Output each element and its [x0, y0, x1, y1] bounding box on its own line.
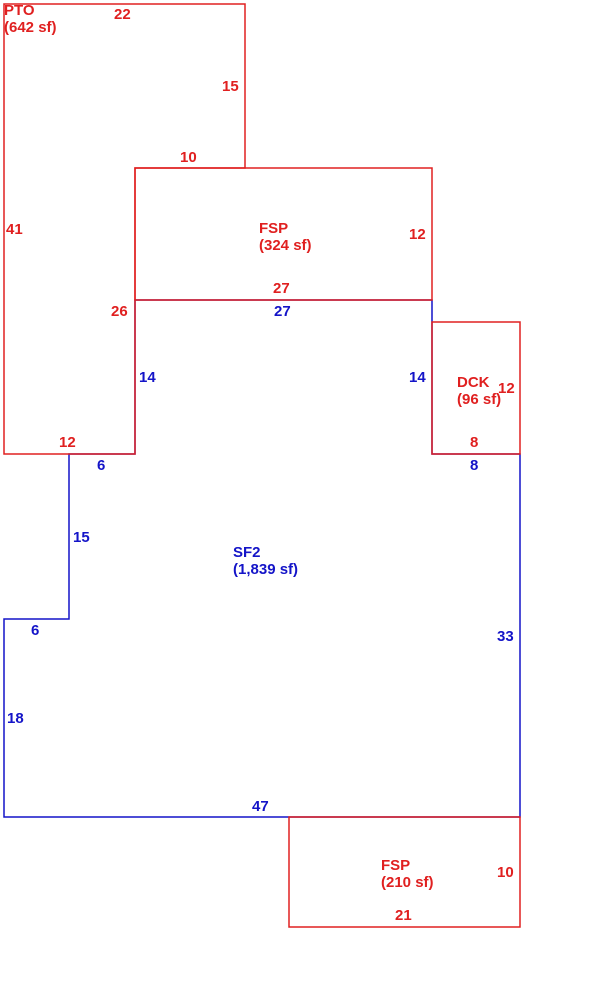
sf2-area: (1,839 sf) [233, 561, 298, 578]
dck-area: (96 sf) [457, 391, 501, 408]
dim-fsp-top-right: 12 [409, 226, 426, 243]
dim-dck-right: 12 [498, 380, 515, 397]
sf2-code: SF2 [233, 544, 261, 561]
dim-sf2-left: 18 [7, 710, 24, 727]
dim-dck-bottom: 8 [470, 434, 478, 451]
dim-pto-bottom: 12 [59, 434, 76, 451]
dim-pto-top: 22 [114, 6, 131, 23]
sf2-outline [3, 299, 521, 818]
dim-pto-right-lower: 26 [111, 303, 128, 320]
dim-pto-left: 41 [6, 221, 23, 238]
fsp-top-code: FSP [259, 220, 288, 237]
dck-outline [431, 321, 521, 455]
dim-sf2-right: 33 [497, 628, 514, 645]
fsp-bottom-area: (210 sf) [381, 874, 434, 891]
dim-sf2-step-vertical: 15 [73, 529, 90, 546]
fsp-top-outline [134, 167, 433, 301]
fsp-top-area: (324 sf) [259, 237, 312, 254]
dck-code: DCK [457, 374, 490, 391]
dim-sf2-upper-right: 14 [409, 369, 426, 386]
dim-fsp-bottom-right: 10 [497, 864, 514, 881]
fsp-bottom-outline [288, 816, 521, 928]
dim-sf2-step-b: 6 [31, 622, 39, 639]
dim-sf2-notch-right: 8 [470, 457, 478, 474]
dim-sf2-step-a: 6 [97, 457, 105, 474]
fsp-bottom-code: FSP [381, 857, 410, 874]
dim-sf2-top: 27 [274, 303, 291, 320]
dim-pto-right-upper: 15 [222, 78, 239, 95]
pto-outline [3, 3, 246, 455]
pto-area: (642 sf) [4, 19, 57, 36]
dim-sf2-upper-left: 14 [139, 369, 156, 386]
dim-sf2-bottom: 47 [252, 798, 269, 815]
dim-fsp-top-bottom: 27 [273, 280, 290, 297]
pto-code: PTO [4, 2, 35, 19]
dim-pto-step: 10 [180, 149, 197, 166]
dim-fsp-bottom-bottom: 21 [395, 907, 412, 924]
